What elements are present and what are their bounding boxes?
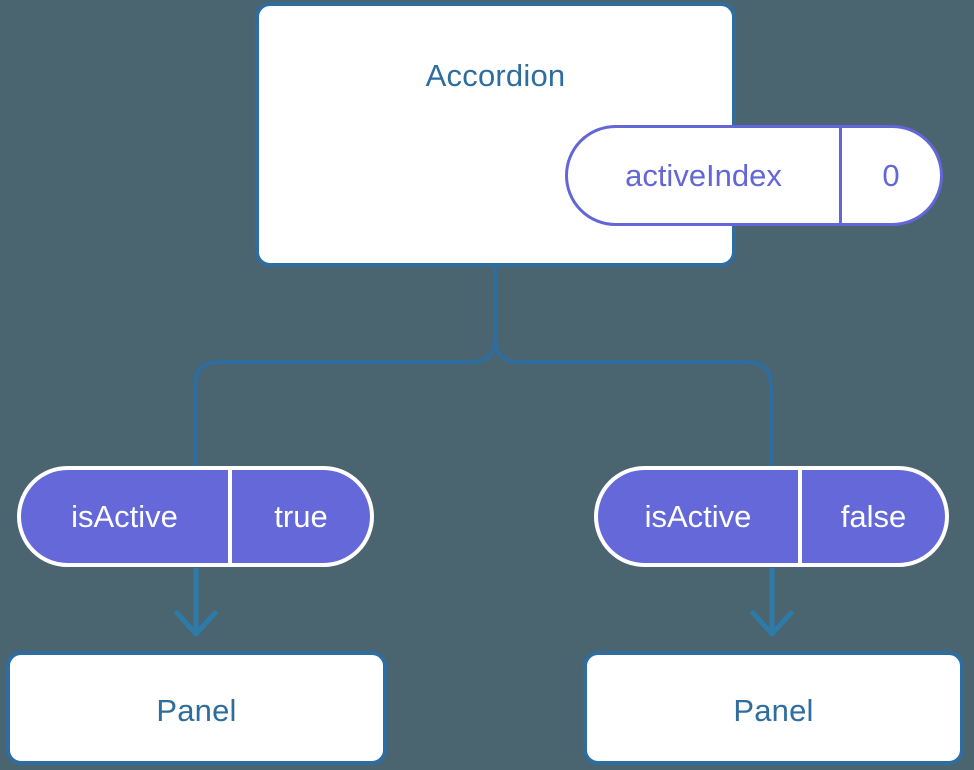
prop-pill-key: isActive bbox=[598, 470, 802, 563]
panel-node-left-label: Panel bbox=[156, 693, 237, 728]
panel-node-left[interactable]: Panel bbox=[6, 651, 387, 765]
panel-node-right-label: Panel bbox=[733, 693, 814, 728]
prop-pill-key: isActive bbox=[21, 470, 232, 563]
accordion-node[interactable]: Accordion activeIndex 0 bbox=[255, 2, 943, 267]
state-pill-key: activeIndex bbox=[568, 128, 842, 223]
state-pill-active-index[interactable]: activeIndex 0 bbox=[565, 125, 943, 226]
panel-node-right[interactable]: Panel bbox=[583, 651, 964, 765]
prop-pill-value: false bbox=[840, 498, 907, 534]
arrow-down-left bbox=[174, 568, 218, 637]
tree-connector-path-right bbox=[493, 264, 773, 468]
tree-connector-path bbox=[193, 264, 497, 468]
prop-pill-value: true bbox=[274, 498, 328, 534]
state-pill-value: 0 bbox=[882, 157, 900, 193]
arrow-down-right bbox=[750, 568, 794, 637]
accordion-node-label: Accordion bbox=[425, 58, 566, 93]
prop-pill-is-active-true[interactable]: isActive true bbox=[17, 466, 374, 567]
prop-pill-is-active-false[interactable]: isActive false bbox=[594, 466, 949, 567]
